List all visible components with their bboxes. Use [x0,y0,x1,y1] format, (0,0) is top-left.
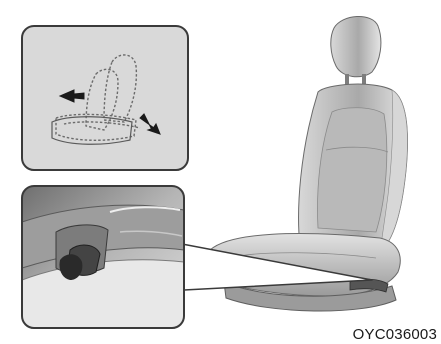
lever-closeup-panel [22,186,184,328]
motion-inset-panel [22,26,188,170]
figure-code-label: OYC036003 [353,327,437,342]
